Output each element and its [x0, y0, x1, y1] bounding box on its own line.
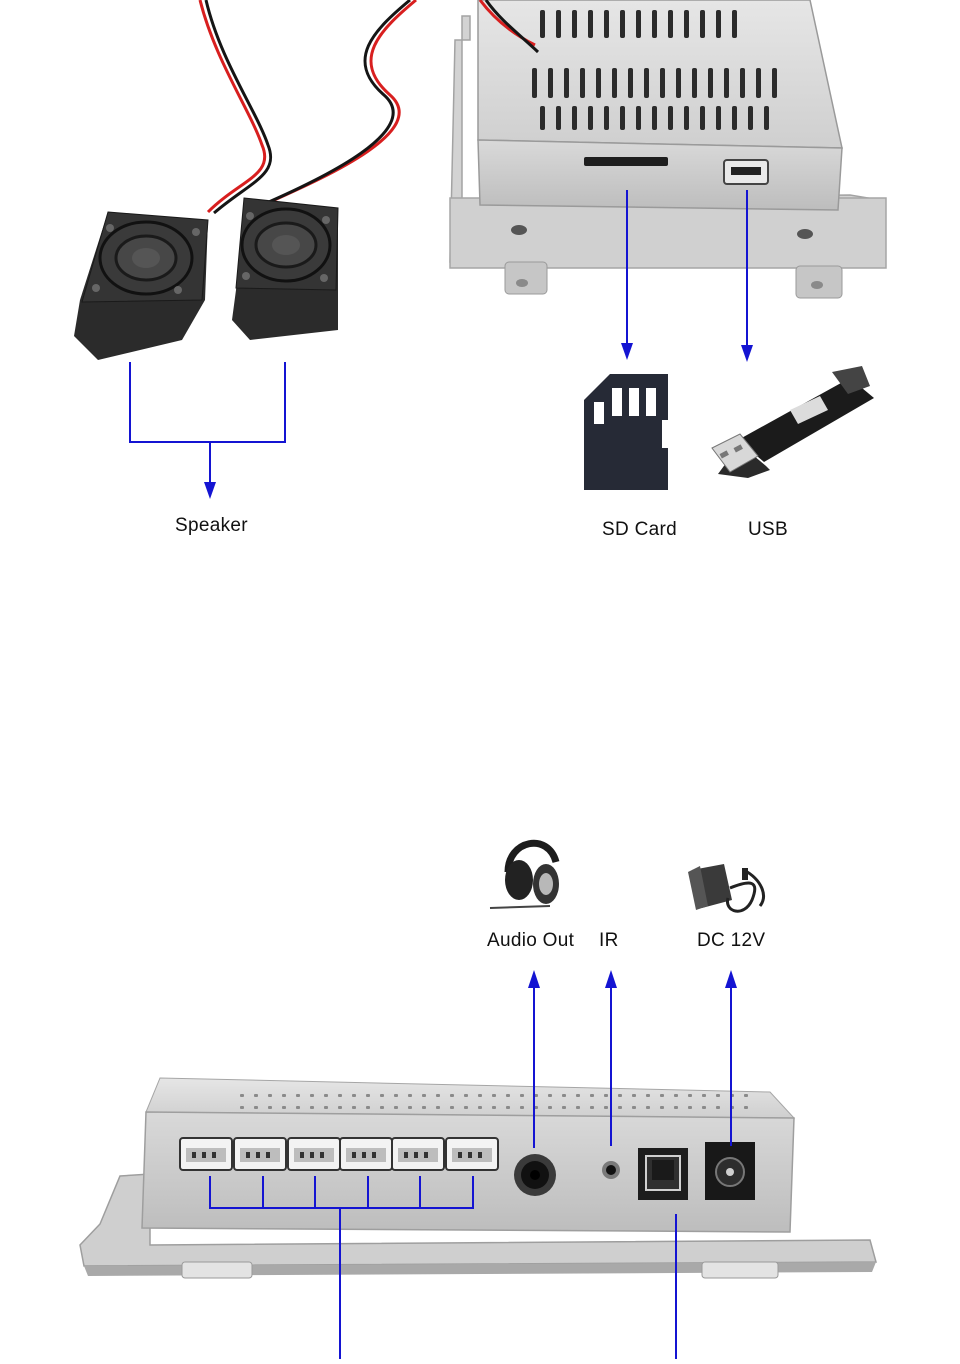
- player-unit-bottom: [79, 1077, 877, 1279]
- bottom-connectors: [209, 985, 732, 1359]
- power-adapter-icon: [688, 864, 765, 913]
- dc-12v-label: DC 12V: [697, 930, 766, 951]
- usb-flash-drive-icon: [711, 366, 874, 478]
- top-arrowheads: [204, 343, 753, 499]
- bottom-arrowheads: [528, 970, 737, 988]
- optical-port: [638, 1148, 688, 1200]
- usb-label: USB: [748, 519, 788, 540]
- speaker-pair-icon: [74, 197, 339, 360]
- sd-slot: [584, 157, 668, 166]
- sd-card-label: SD Card: [602, 519, 677, 540]
- player-unit-top: [449, 0, 887, 299]
- audio-out-label: Audio Out: [487, 930, 575, 951]
- ir-label: IR: [599, 930, 619, 951]
- speaker-wires: [198, 0, 540, 215]
- headphones-icon: [489, 839, 560, 909]
- audio-jack-port: [514, 1154, 556, 1196]
- speaker-label: Speaker: [175, 515, 248, 536]
- sd-card-contacts: [594, 388, 656, 424]
- dc-power-port: [705, 1142, 755, 1200]
- io-connectors: [179, 1137, 499, 1171]
- ir-port: [602, 1161, 620, 1179]
- top-connectors: [129, 190, 748, 485]
